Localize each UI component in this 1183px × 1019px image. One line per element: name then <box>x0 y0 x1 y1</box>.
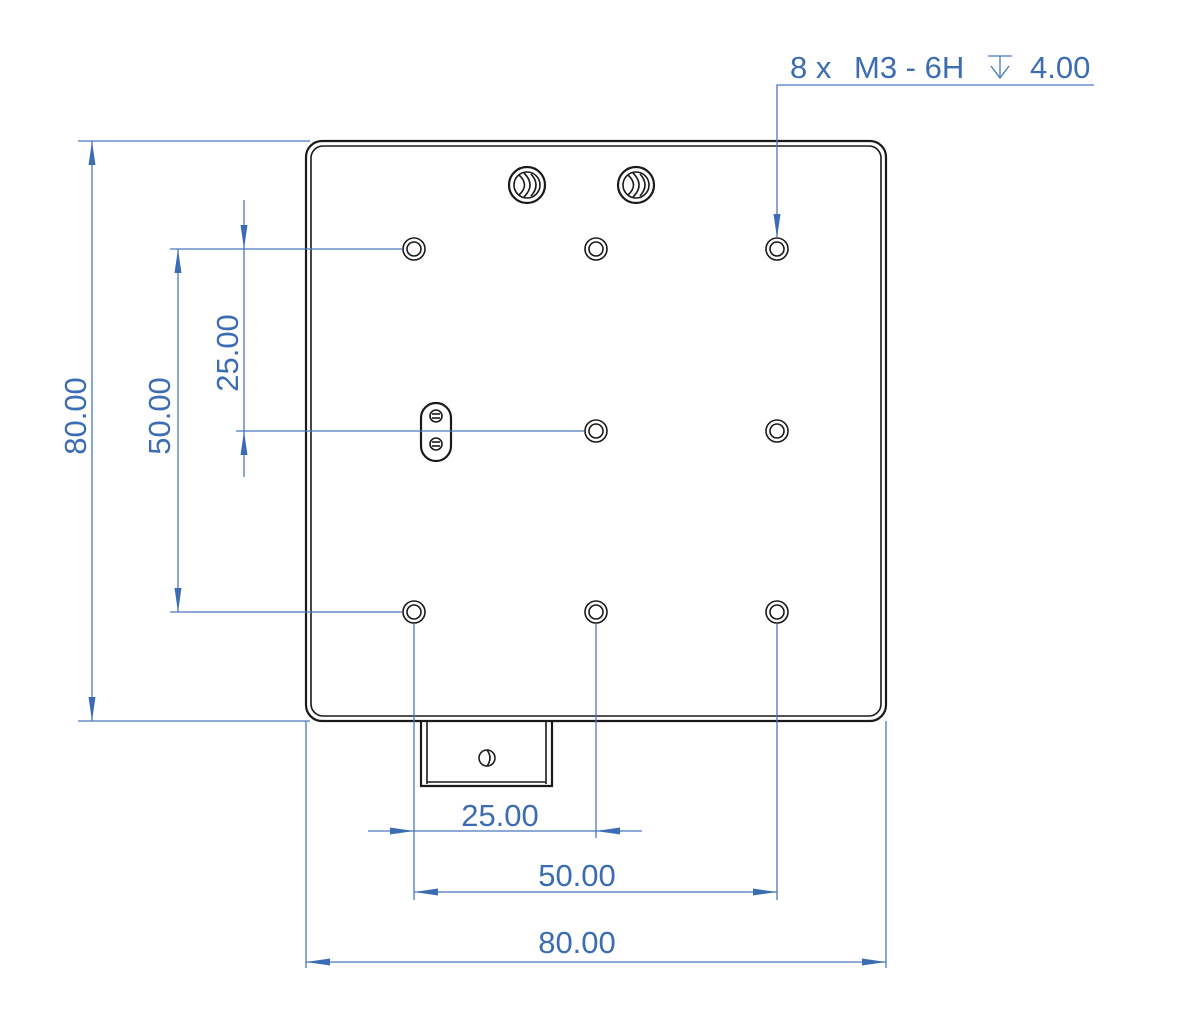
hole-middle-center <box>584 419 608 443</box>
dim-hole-pitch-vertical-value: 50.00 <box>142 377 177 455</box>
hole-bottom-right <box>765 600 789 624</box>
tab-screw-slot <box>486 749 491 767</box>
hole-top-center <box>584 237 608 261</box>
dim-hole-pitch-horizontal: 50.00 <box>414 624 778 900</box>
top-screw-right <box>616 165 656 205</box>
dim-hole-pitch-horizontal-value: 50.00 <box>538 858 616 893</box>
dim-overall-height-value: 80.00 <box>58 377 93 455</box>
callout-leader <box>773 84 1094 238</box>
hole-middle-right <box>765 419 789 443</box>
callout-count: 8 x <box>790 50 832 85</box>
hole-top-left <box>402 237 426 261</box>
callout-thread: M3 - 6H <box>854 50 964 85</box>
dim-hole-offset-vertical-value: 25.00 <box>210 314 245 392</box>
adjustment-slot <box>419 401 453 463</box>
top-screw-left <box>507 165 547 205</box>
dim-overall-width: 80.00 <box>305 721 887 968</box>
dim-hole-offset-horizontal-value: 25.00 <box>461 798 539 833</box>
bottom-tab <box>419 720 554 788</box>
callout-depth: 4.00 <box>1030 50 1090 85</box>
depth-symbol-icon <box>988 55 1012 80</box>
dim-hole-offset-horizontal: 25.00 <box>368 624 642 900</box>
dim-overall-height: 80.00 <box>58 140 310 722</box>
dim-hole-pitch-vertical: 50.00 <box>142 248 402 613</box>
hole-bottom-left <box>402 600 426 624</box>
thread-callout: 8 x M3 - 6H 4.00 <box>773 50 1094 238</box>
hole-bottom-center <box>584 600 608 624</box>
dim-overall-width-value: 80.00 <box>538 925 616 960</box>
threaded-holes <box>402 237 789 624</box>
dim-hole-offset-vertical: 25.00 <box>210 200 584 477</box>
